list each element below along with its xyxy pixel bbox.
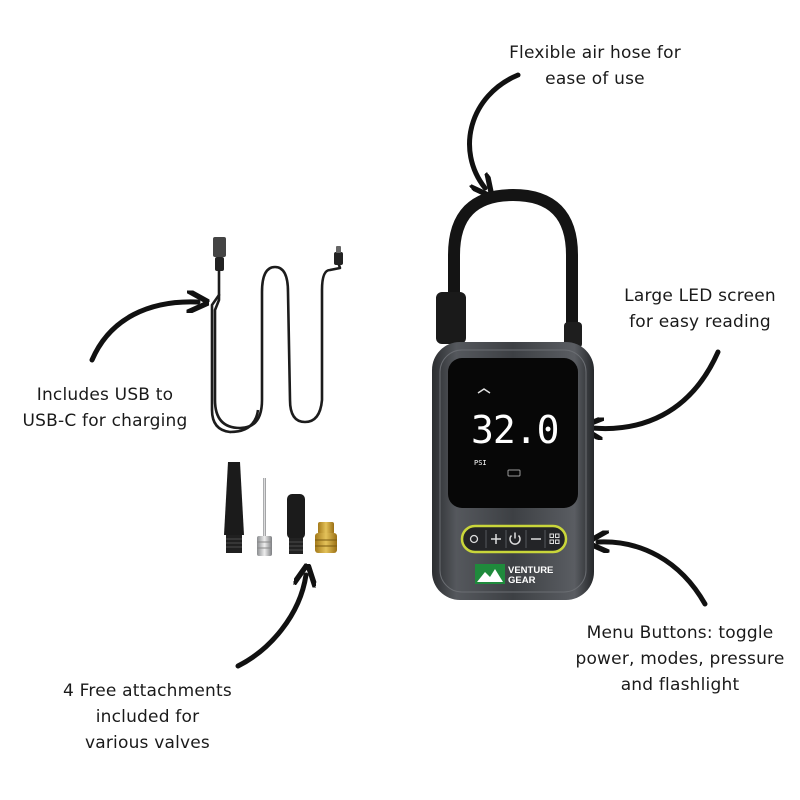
usb-c-connector xyxy=(334,252,343,265)
tire-inflator: 32.0 PSI VENTURE GEAR xyxy=(432,188,594,600)
tire-icon xyxy=(477,388,491,394)
mode-button[interactable] xyxy=(549,533,560,544)
caption-usb-cable: Includes USB to USB-C for charging xyxy=(10,382,200,434)
caption-line: Large LED screen xyxy=(624,286,776,306)
presta-adapter xyxy=(315,522,337,553)
caption-line: USB-C for charging xyxy=(22,411,188,431)
menu-button-panel xyxy=(460,524,568,554)
caption-menu-buttons: Menu Buttons: toggle power, modes, press… xyxy=(560,620,800,698)
caption-line: 4 Free attachments xyxy=(63,681,232,701)
arrow-to-screen xyxy=(592,349,721,429)
hose-chuck xyxy=(436,292,466,344)
cone-nozzle xyxy=(224,462,244,553)
valve-attachments xyxy=(224,462,337,556)
caption-line: for easy reading xyxy=(629,312,771,332)
pressure-reading: 32.0 xyxy=(471,408,559,452)
light-button[interactable] xyxy=(469,534,479,544)
caption-attachments: 4 Free attachments included for various … xyxy=(40,678,255,756)
caption-line: Includes USB to xyxy=(36,385,174,405)
usb-a-connector xyxy=(213,237,226,257)
needle-adapter xyxy=(257,478,272,556)
caption-line: included for xyxy=(95,707,200,727)
arrow-to-buttons xyxy=(598,542,708,607)
brand-line-1: VENTURE xyxy=(508,565,553,576)
caption-line: and flashlight xyxy=(620,675,740,695)
power-icon xyxy=(509,534,521,545)
caption-line: various valves xyxy=(84,733,210,753)
light-icon xyxy=(469,534,479,544)
caption-led-screen: Large LED screen for easy reading xyxy=(600,283,800,335)
air-hose xyxy=(448,188,578,336)
usb-cable xyxy=(210,237,343,434)
brand-line-2: GEAR xyxy=(508,575,536,586)
plus-icon xyxy=(491,534,501,544)
caption-line: power, modes, pressure xyxy=(575,649,785,669)
caption-line: Flexible air hose for xyxy=(509,43,681,63)
mode-icon xyxy=(549,533,560,544)
venture-gear-logo: VENTURE GEAR xyxy=(475,564,553,586)
rubber-nozzle xyxy=(287,494,305,554)
arrow-to-attachments xyxy=(235,575,306,669)
plus-button[interactable] xyxy=(491,534,501,544)
caption-line: ease of use xyxy=(545,69,645,89)
caption-air-hose: Flexible air hose for ease of use xyxy=(490,40,700,92)
caption-line: Menu Buttons: toggle xyxy=(586,623,774,643)
led-screen xyxy=(448,358,578,508)
unit-label: PSI xyxy=(474,459,487,467)
battery-icon xyxy=(507,469,521,477)
arrow-to-hose xyxy=(467,72,521,188)
power-button[interactable] xyxy=(509,532,521,545)
arrow-to-cable xyxy=(89,302,198,363)
